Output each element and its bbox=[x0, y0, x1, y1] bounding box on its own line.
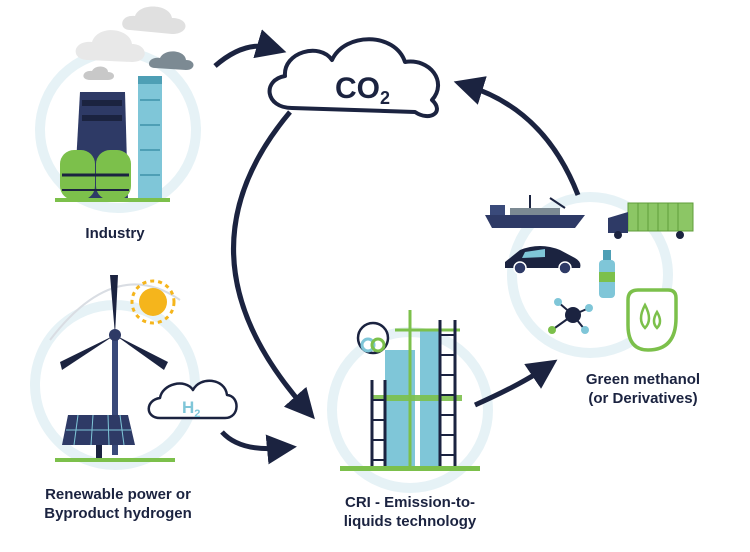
arrow-industry-to-co2 bbox=[213, 29, 287, 68]
co2-cloud-icon: CO2 bbox=[267, 37, 440, 119]
methanol-label-line-2: (or Derivatives) bbox=[588, 390, 698, 407]
renewable-label-line-1: Renewable power or bbox=[45, 486, 191, 503]
molecule-icon bbox=[548, 298, 593, 334]
svg-text:CO2: CO2 bbox=[335, 72, 390, 108]
h2-label: H bbox=[182, 398, 194, 417]
renewable-label: Renewable power or Byproduct hydrogen bbox=[18, 485, 218, 523]
renewable-label-line-2: Byproduct hydrogen bbox=[44, 505, 192, 522]
co2-subscript: 2 bbox=[380, 88, 390, 108]
co2-label: CO bbox=[335, 72, 380, 105]
arrow-methanol-to-co2 bbox=[453, 76, 581, 196]
sun-icon bbox=[130, 279, 176, 325]
bottle-icon bbox=[599, 250, 615, 298]
svg-text:H2: H2 bbox=[182, 398, 200, 420]
car-icon bbox=[505, 246, 581, 275]
arrow-cri-to-methanol bbox=[473, 359, 558, 408]
droplet-badge-icon bbox=[626, 288, 678, 352]
ship-icon bbox=[485, 195, 585, 228]
plant-icon bbox=[340, 310, 480, 471]
industry-label: Industry bbox=[85, 225, 145, 242]
methanol-halo bbox=[507, 192, 673, 358]
methanol-label-line-1: Green methanol bbox=[585, 371, 701, 388]
h2-cloud-icon: H2 bbox=[147, 379, 238, 420]
solar-panel-icon bbox=[55, 414, 175, 462]
arrow-co2-to-cri bbox=[231, 110, 315, 420]
cri-label-line-1: CRI - Emission-to- bbox=[345, 494, 475, 511]
cri-logo-icon bbox=[356, 321, 390, 355]
cri-label: CRI - Emission-to- liquids technology bbox=[325, 493, 495, 531]
arrow-h2-to-cri bbox=[220, 430, 297, 465]
h2-subscript: 2 bbox=[194, 408, 200, 420]
truck-icon bbox=[608, 202, 694, 239]
factory-icon bbox=[55, 6, 194, 202]
methanol-label: Green methanol (or Derivatives) bbox=[568, 370, 718, 408]
wind-turbine-icon bbox=[49, 275, 181, 455]
cri-label-line-2: liquids technology bbox=[343, 513, 477, 530]
